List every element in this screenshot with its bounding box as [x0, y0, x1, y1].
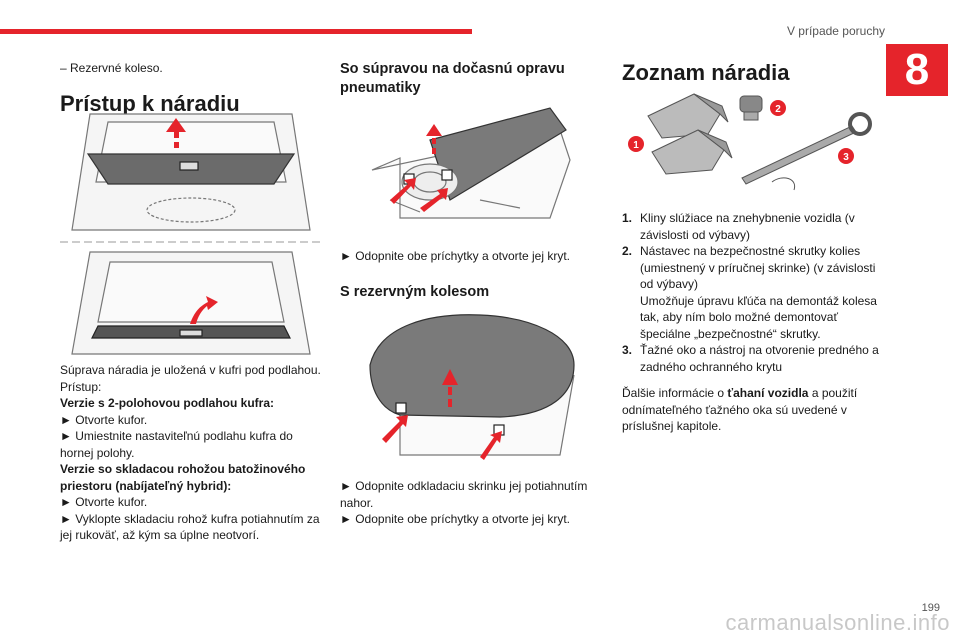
- item-number: 2.: [622, 244, 633, 258]
- spare-wheel-step2: ► Odopnite obe príchytky a otvorte jej k…: [340, 512, 570, 526]
- item-text: Ťažné oko a nástroj na otvorenie prednéh…: [640, 343, 879, 374]
- more-info-post: a použití odnímateľného ťažného oka sú u…: [622, 386, 858, 433]
- spare-wheel-steps: ► Odopnite odkladaciu skrinku jej potiah…: [340, 478, 602, 528]
- heading-repair-kit: So súpravou na dočasnú opravu pneumatiky: [340, 61, 565, 96]
- access-label: Prístup:: [60, 379, 102, 394]
- column-access-tools: – Rezervné koleso. Prístup k náradiu: [60, 60, 322, 117]
- item-number: 1.: [622, 211, 633, 225]
- callout-1: 1: [633, 140, 639, 151]
- version1-step1: ► Otvorte kufor.: [60, 412, 148, 427]
- version1-step2: ► Umiestnite nastaviteľnú podlahu kufra …: [60, 429, 293, 460]
- chapter-number-badge: 8: [886, 44, 948, 96]
- heading-tool-list: Zoznam náradia: [622, 60, 790, 85]
- more-info-pre: Ďalšie informácie o: [622, 386, 728, 400]
- spare-wheel-illustration: [369, 314, 575, 460]
- access-intro: Súprava náradia je uložená v kufri pod p…: [60, 363, 321, 377]
- version2-title: Verzie so skladacou rohožou batožinového…: [60, 462, 306, 493]
- section-title: V prípade poruchy: [786, 24, 885, 38]
- tool-item-3: 3. Ťažné oko a nástroj na otvorenie predn…: [622, 342, 890, 375]
- column-repair-kit: So súpravou na dočasnú opravu pneumatiky: [340, 60, 602, 98]
- trunk-floor-illustration: [60, 113, 322, 355]
- tool-item-2: 2. Nástavec na bezpečnostné skrutky kolie…: [622, 243, 890, 293]
- tool-item-1: 1. Kliny slúžiace na znehybnenie vozidla …: [622, 210, 890, 243]
- item-text: Nástavec na bezpečnostné skrutky kolies …: [640, 244, 876, 291]
- tool-item-2-note: Umožňuje úpravu kľúča na demontáž kolesa…: [622, 293, 890, 343]
- heading-access: Prístup k náradiu: [60, 90, 240, 116]
- more-info-link: ťahaní vozidla: [727, 386, 809, 400]
- repair-kit-step: ► Odopnite obe príchytky a otvorte jej k…: [340, 249, 570, 263]
- column-tool-list: Zoznam náradia: [622, 60, 890, 86]
- tools-illustration: 1 2 3: [628, 93, 872, 191]
- header-red-bar: [0, 29, 472, 34]
- callout-2: 2: [775, 104, 781, 115]
- item-number: 3.: [622, 343, 633, 357]
- dash-item: – Rezervné koleso.: [60, 61, 163, 75]
- version2-step1: ► Otvorte kufor.: [60, 495, 148, 509]
- version1-title: Verzie s 2-polohovou podlahou kufra:: [60, 396, 275, 410]
- column-access-text: Súprava náradia je uložená v kufri pod p…: [60, 362, 322, 544]
- item-text: Kliny slúžiace na znehybnenie vozidla (v…: [640, 211, 855, 242]
- item-text: Umožňuje úpravu kľúča na demontáž kolesa…: [640, 293, 877, 341]
- watermark: carmanualsonline.info: [725, 610, 950, 635]
- callout-markers: 1 2 3: [628, 100, 854, 164]
- version2-step2: ► Vyklopte skladaciu rohož kufra potiahn…: [60, 511, 320, 543]
- heading-spare-wheel: S rezervným kolesom: [340, 283, 490, 300]
- spare-wheel-step1: ► Odopnite odkladaciu skrinku jej potiah…: [340, 479, 588, 510]
- repair-kit-illustration: [371, 107, 571, 219]
- page-number: 199: [921, 602, 940, 614]
- more-info: Ďalšie informácie o ťahaní vozidla a pou…: [622, 385, 890, 435]
- callout-3: 3: [843, 152, 849, 163]
- tool-list: 1. Kliny slúžiace na znehybnenie vozidla …: [622, 210, 890, 375]
- repair-kit-steps: ► Odopnite obe príchytky a otvorte jej k…: [340, 248, 602, 302]
- tool-list-text: 1. Kliny slúžiace na znehybnenie vozidla …: [622, 210, 890, 435]
